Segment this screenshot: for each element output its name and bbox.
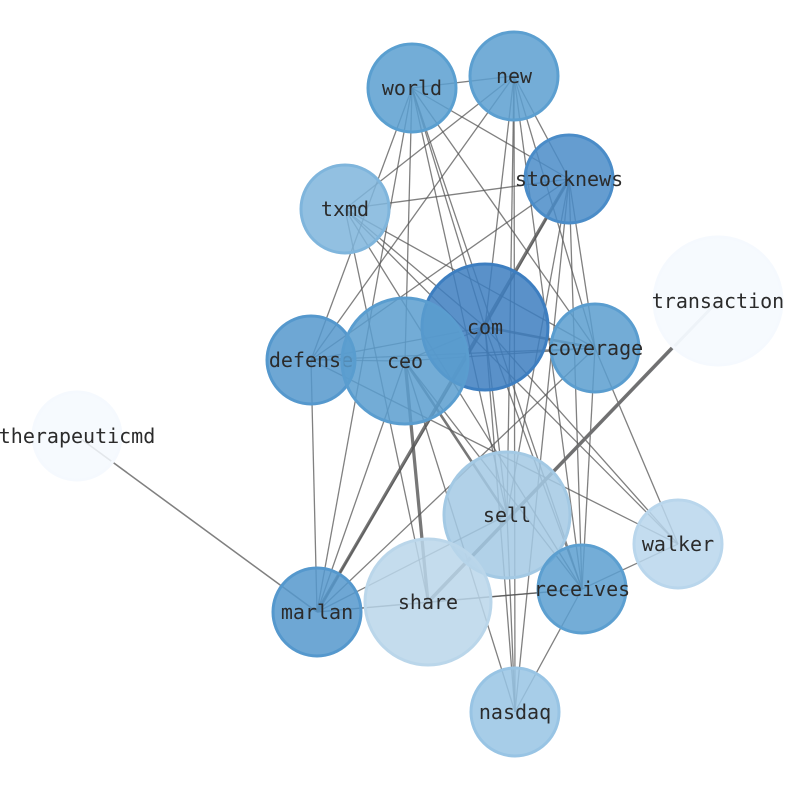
node-circle-share xyxy=(363,537,493,667)
node-label-therapeuticmd: therapeuticmd xyxy=(0,424,155,448)
node-circle-sell xyxy=(442,450,572,580)
node-circle-stocknews xyxy=(523,133,615,225)
node-label-com: com xyxy=(467,315,503,339)
node-label-nasdaq: nasdaq xyxy=(479,700,551,724)
node-world: world xyxy=(366,42,458,134)
node-share: share xyxy=(363,537,493,667)
node-label-world: world xyxy=(382,76,442,100)
node-receives: receives xyxy=(534,543,630,635)
edge-therapeuticmd-marlan xyxy=(76,435,318,613)
node-label-receives: receives xyxy=(534,577,630,601)
node-circle-txmd xyxy=(299,163,391,255)
node-label-stocknews: stocknews xyxy=(515,167,623,191)
node-circle-transaction xyxy=(652,235,784,367)
node-label-new: new xyxy=(496,64,533,88)
node-label-share: share xyxy=(398,590,458,614)
node-stocknews: stocknews xyxy=(515,133,623,225)
node-walker: walker xyxy=(632,498,724,590)
node-label-defense: defense xyxy=(269,348,353,372)
node-new: new xyxy=(468,30,560,122)
node-txmd: txmd xyxy=(299,163,391,255)
node-label-sell: sell xyxy=(483,503,531,527)
edge-new-defense xyxy=(310,75,515,361)
node-defense: defense xyxy=(265,314,357,406)
node-label-coverage: coverage xyxy=(547,336,643,360)
edge-new-nasdaq xyxy=(513,75,516,713)
node-label-txmd: txmd xyxy=(321,197,369,221)
node-marlan: marlan xyxy=(271,566,363,658)
node-circle-walker xyxy=(632,498,724,590)
node-nasdaq: nasdaq xyxy=(469,666,561,758)
node-circle-world xyxy=(366,42,458,134)
node-ceo: ceo xyxy=(340,296,470,426)
node-circle-therapeuticmd xyxy=(31,390,123,482)
node-label-ceo: ceo xyxy=(387,349,423,373)
node-transaction: transaction xyxy=(652,235,784,367)
node-circle-coverage xyxy=(549,302,641,394)
node-label-walker: walker xyxy=(642,532,714,556)
node-therapeuticmd: therapeuticmd xyxy=(0,390,155,482)
node-circle-receives xyxy=(536,543,628,635)
node-label-marlan: marlan xyxy=(281,600,353,624)
edge-world-coverage xyxy=(411,87,596,349)
edge-stocknews-nasdaq xyxy=(514,178,570,713)
node-circle-new xyxy=(468,30,560,122)
node-sell: sell xyxy=(442,450,572,580)
nodes-layer: new world stocknews txmd transaction com cover… xyxy=(0,30,784,758)
node-circle-ceo xyxy=(340,296,470,426)
node-label-transaction: transaction xyxy=(652,289,784,313)
node-circle-marlan xyxy=(271,566,363,658)
node-coverage: coverage xyxy=(547,302,643,394)
node-circle-nasdaq xyxy=(469,666,561,758)
